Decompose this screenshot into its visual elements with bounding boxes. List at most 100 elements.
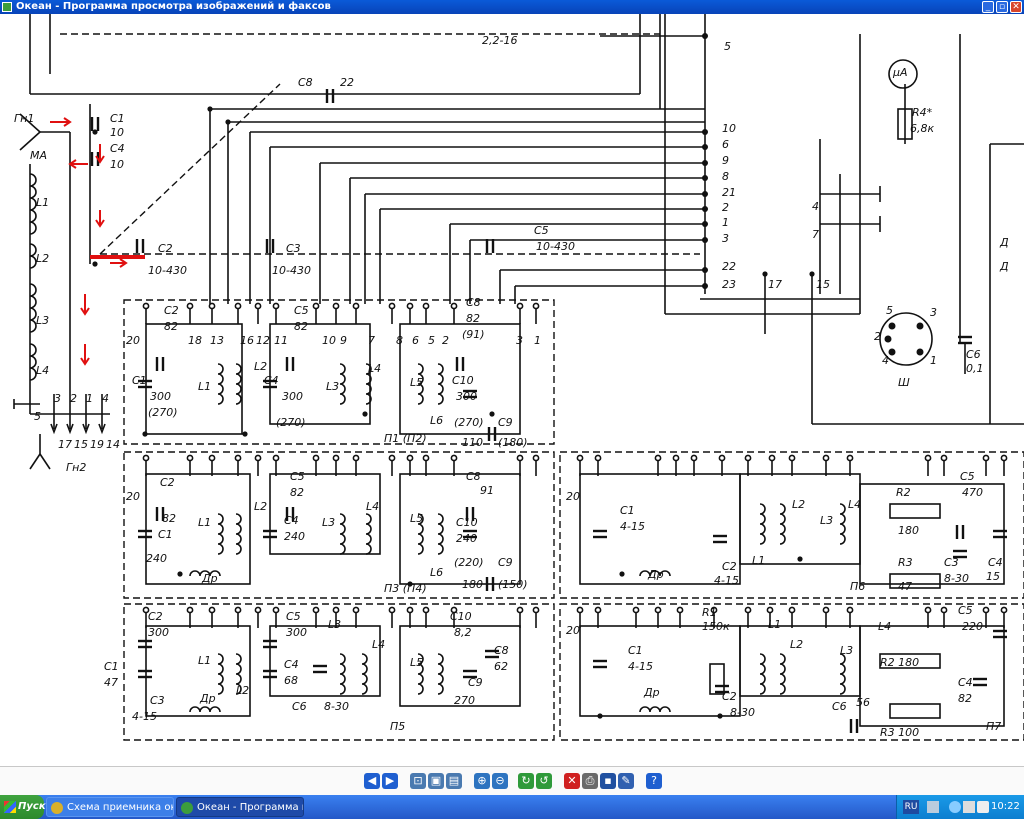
title-bar[interactable]: Океан - Программа просмотра изображений … [0,0,1024,14]
open-for-editing-button[interactable]: ✎ [618,773,634,789]
volume-icon[interactable] [977,801,989,813]
schematic-label: 4 [812,200,819,213]
schematic-label: 9 [340,334,347,347]
start-button[interactable]: Пуск [0,795,46,819]
schematic-label: C1 [104,660,119,673]
schematic-label: (270) [148,406,178,419]
maximize-button[interactable]: ▫ [996,1,1008,13]
close-button[interactable]: ✕ [1010,1,1022,13]
schematic-label: 240 [284,530,305,543]
schematic-label: L2 [36,252,49,265]
schematic-label: C8 [298,76,313,89]
schematic-label: C3 [286,242,301,255]
schematic-label: (150) [498,578,528,591]
schematic-label: 17 [58,438,72,451]
schematic-label: 2 [442,334,449,347]
windows-logo-icon [4,801,16,813]
schematic-label: C6 [966,348,981,361]
schematic-label: 9 [722,154,729,167]
schematic-label: L2 [792,498,805,511]
schematic-label: L1 [768,618,781,631]
schematic-label: C6 [292,700,307,713]
display-icon[interactable] [963,801,975,813]
schematic-label: 3 [516,334,523,347]
rotate-cw-icon: ↻ [521,774,531,787]
schematic-label: 16 [240,334,254,347]
help-button[interactable]: ? [646,773,662,789]
schematic-label: C1 [110,112,125,125]
schematic-label: 6,8к [910,122,934,135]
schematic-label: L3 [328,618,341,631]
schematic-label: C2 [722,560,737,573]
schematic-label: L2 [254,360,267,373]
schematic-label: Др [201,572,218,585]
circuit-schematic-image: Гн1МАC110C410L1L2L3L4C210-430C310-430C51… [13,14,1024,741]
print-button[interactable]: ⎙ [582,773,598,789]
keyboard-icon[interactable] [927,801,939,813]
zoom-in-button[interactable]: ⊕ [474,773,490,789]
rotate-counterclockwise-button[interactable]: ↺ [536,773,552,789]
minimize-button[interactable]: _ [982,1,994,13]
rotate-ccw-icon: ↺ [539,774,549,787]
schematic-label: C4 [284,514,299,527]
rotate-clockwise-button[interactable]: ↻ [518,773,534,789]
print-icon: ⎙ [585,774,595,787]
next-image-button[interactable]: ▶ [382,773,398,789]
schematic-label: 18 [188,334,202,347]
schematic-label: 47 [898,580,912,593]
schematic-label: (180) [498,436,528,449]
schematic-label: C9 [498,416,513,429]
schematic-label: 4 [102,392,109,405]
schematic-label: 180 [898,524,919,537]
schematic-label: L1 [198,516,211,529]
delete-button[interactable]: ✕ [564,773,580,789]
schematic-label: 8-30 [730,706,755,719]
schematic-label: П6 [850,580,865,593]
taskbar-item-label: Схема приемника океа... [67,802,173,813]
schematic-label: 10-430 [536,240,575,253]
app-icon [2,2,12,12]
schematic-label: C1 [132,374,147,387]
schematic-label: МА [30,149,47,162]
schematic-label: 68 [284,674,298,687]
schematic-label: C2 [160,476,175,489]
schematic-label: 300 [150,390,171,403]
schematic-label: 5 [428,334,435,347]
schematic-label: 82 [290,486,304,499]
schematic-label: 12 [256,334,270,347]
taskbar-item[interactable]: Океан - Программа п... [176,797,304,817]
schematic-label: 0,1 [966,362,984,375]
schematic-label: (91) [462,328,485,341]
schematic-label: 13 [210,334,224,347]
language-indicator[interactable]: RU [903,800,919,814]
schematic-label: C9 [498,556,513,569]
slideshow-button[interactable]: ▤ [446,773,462,789]
schematic-label: 150к [702,620,730,633]
schematic-label: 7 [812,228,819,241]
save-button[interactable]: ▪ [600,773,616,789]
schematic-label: C5 [534,224,549,237]
schematic-label: 19 [90,438,104,451]
schematic-label: 3 [930,306,937,319]
schematic-label: 3 [722,232,729,245]
schematic-label: C2 [164,304,179,317]
schematic-label: Д [999,260,1009,273]
actual-size-button[interactable]: ▣ [428,773,444,789]
schematic-label: 82 [466,312,480,325]
schematic-label: C10 [456,516,478,529]
best-fit-button[interactable]: ⊡ [410,773,426,789]
schematic-label: L1 [198,654,211,667]
taskbar-item[interactable]: Схема приемника океа... [46,797,174,817]
network-icon[interactable] [949,801,961,813]
schematic-label: 22 [722,260,736,273]
schematic-label: 1 [930,354,937,367]
schematic-label: П5 [390,720,405,733]
schematic-label: C4 [988,556,1003,569]
schematic-label: L2 [254,500,267,513]
schematic-label: R1 [702,606,717,619]
previous-image-button[interactable]: ◀ [364,773,380,789]
slideshow-icon: ▤ [448,774,460,787]
schematic-label: 8,2 [454,626,472,639]
zoom-out-button[interactable]: ⊖ [492,773,508,789]
